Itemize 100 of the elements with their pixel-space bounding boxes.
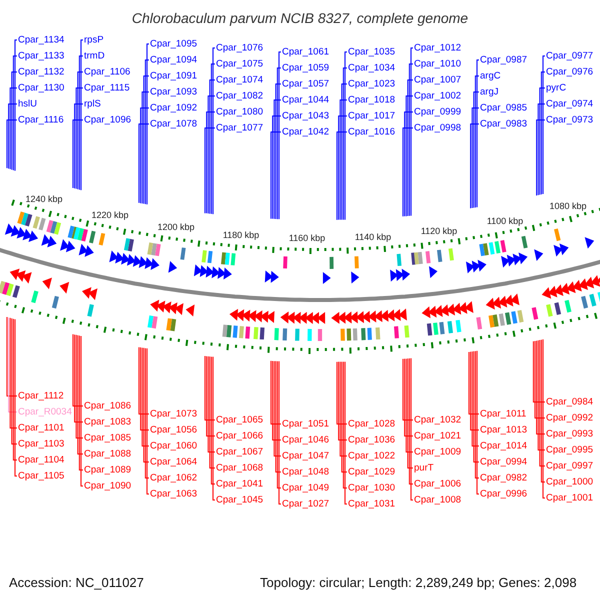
gene-label: Cpar_0984: [546, 396, 594, 408]
leader-line: [10, 317, 18, 428]
leader-line: [406, 96, 414, 217]
gene-label: Cpar_1101: [18, 422, 64, 434]
leader-line: [540, 339, 546, 482]
leader-line: [76, 88, 84, 190]
gene-label: Cpar_1086: [84, 400, 132, 412]
leader-line: [206, 112, 216, 214]
gene-label: Cpar_0987: [480, 54, 528, 66]
gene-label: Cpar_1116: [18, 114, 64, 126]
gene-label: Cpar_1056: [150, 424, 198, 436]
gene-label: pyrC: [546, 82, 566, 94]
leader-line: [542, 56, 546, 194]
gene-label: rplS: [84, 98, 101, 110]
gene-label: Cpar_0997: [546, 460, 594, 472]
scale-label: 1140 kbp: [354, 232, 392, 242]
gene-label: Cpar_1036: [348, 434, 396, 446]
gene-label: Cpar_1064: [150, 456, 198, 468]
leader-line: [538, 340, 546, 450]
gene-label: Cpar_1083: [84, 416, 132, 428]
gene-label: Cpar_0992: [546, 412, 594, 424]
gene-label: Cpar_1093: [150, 86, 198, 98]
leader-line: [208, 356, 216, 452]
gene-label: Cpar_1103: [18, 438, 64, 450]
leader-line: [341, 84, 348, 220]
gene-label: Cpar_0999: [414, 106, 462, 118]
gene-label: Cpar_1066: [216, 430, 264, 442]
gene-label: Cpar_1014: [480, 440, 528, 452]
gene-label: Cpar_1011: [480, 408, 526, 420]
gene-label: Cpar_1090: [84, 480, 132, 492]
leader-line: [78, 335, 84, 470]
leader-line: [336, 361, 348, 424]
leader-line: [274, 360, 282, 456]
leader-line: [276, 360, 282, 488]
gene-label: Cpar_0982: [480, 472, 528, 484]
leader-line: [476, 60, 480, 208]
leader-line: [143, 76, 150, 204]
leader-line: [206, 356, 216, 436]
gene-label: Cpar_1048: [282, 466, 330, 478]
leader-line: [142, 347, 150, 446]
scale-label: 1080 kbp: [549, 201, 587, 212]
leader-line: [407, 80, 414, 216]
leader-line: [278, 52, 282, 220]
leader-line: [204, 128, 216, 214]
leader-line: [77, 72, 84, 190]
leader-line: [344, 361, 348, 504]
leader-line: [146, 44, 150, 205]
leader-line: [80, 40, 84, 191]
gene-label: Cpar_1017: [348, 110, 396, 122]
gene-label: Cpar_1091: [150, 70, 198, 82]
gene-label: hslU: [18, 98, 38, 110]
leader-line: [270, 360, 282, 424]
gene-label: Cpar_1034: [348, 62, 396, 74]
gene-label: Cpar_1043: [282, 110, 330, 122]
leader-line: [534, 340, 546, 418]
gene-label: Cpar_1076: [216, 42, 264, 54]
gene-label: Cpar_0994: [480, 456, 528, 468]
gene-label: Cpar_1082: [216, 90, 264, 102]
gene-label: Cpar_1068: [216, 462, 264, 474]
leader-line: [210, 64, 216, 214]
scale-label: 1160 kbp: [288, 232, 326, 243]
gene-label: Cpar_1046: [282, 434, 330, 446]
leader-line: [344, 52, 348, 220]
leader-line: [12, 56, 18, 171]
leader-line: [11, 318, 18, 444]
leader-line: [146, 348, 150, 494]
leader-line: [472, 351, 480, 446]
leader-line: [14, 318, 18, 476]
gene-label: Cpar_1115: [84, 82, 130, 94]
gene-label: Cpar_1044: [282, 94, 330, 106]
leader-line: [74, 334, 84, 422]
leader-line: [336, 132, 348, 220]
gene-label: Cpar_1062: [150, 472, 198, 484]
leader-line: [540, 72, 546, 195]
diagram-title: Chlorobaculum parvum NCIB 8327, complete genome: [132, 10, 468, 26]
scale-label: 1220 kbp: [91, 210, 129, 220]
gene-label: Cpar_1130: [18, 82, 64, 94]
gene-label: trmD: [84, 50, 105, 62]
gene-label: Cpar_0993: [546, 428, 594, 440]
leader-line: [270, 132, 282, 220]
gene-label: Cpar_1077: [216, 122, 264, 134]
gene-label: Cpar_1018: [348, 94, 396, 106]
leader-line: [144, 60, 150, 205]
gene-label: Cpar_1023: [348, 78, 396, 90]
gene-label: Cpar_1042: [282, 126, 330, 138]
leader-line: [342, 361, 348, 488]
gene-label: Cpar_1045: [216, 494, 264, 506]
leader-line: [274, 100, 282, 220]
gene-label: Cpar_1027: [282, 498, 330, 510]
gene-label: Cpar_1041: [216, 478, 264, 490]
leader-line: [8, 104, 18, 170]
gene-label: Cpar_0985: [480, 102, 528, 114]
leader-line: [470, 351, 480, 430]
gene-label: Cpar_1008: [414, 494, 462, 506]
leader-line: [8, 317, 18, 412]
leader-line: [140, 346, 150, 430]
leader-line: [539, 340, 546, 466]
leader-line: [275, 360, 282, 472]
gene-label: Cpar_1051: [282, 418, 330, 430]
leader-line: [276, 68, 282, 220]
